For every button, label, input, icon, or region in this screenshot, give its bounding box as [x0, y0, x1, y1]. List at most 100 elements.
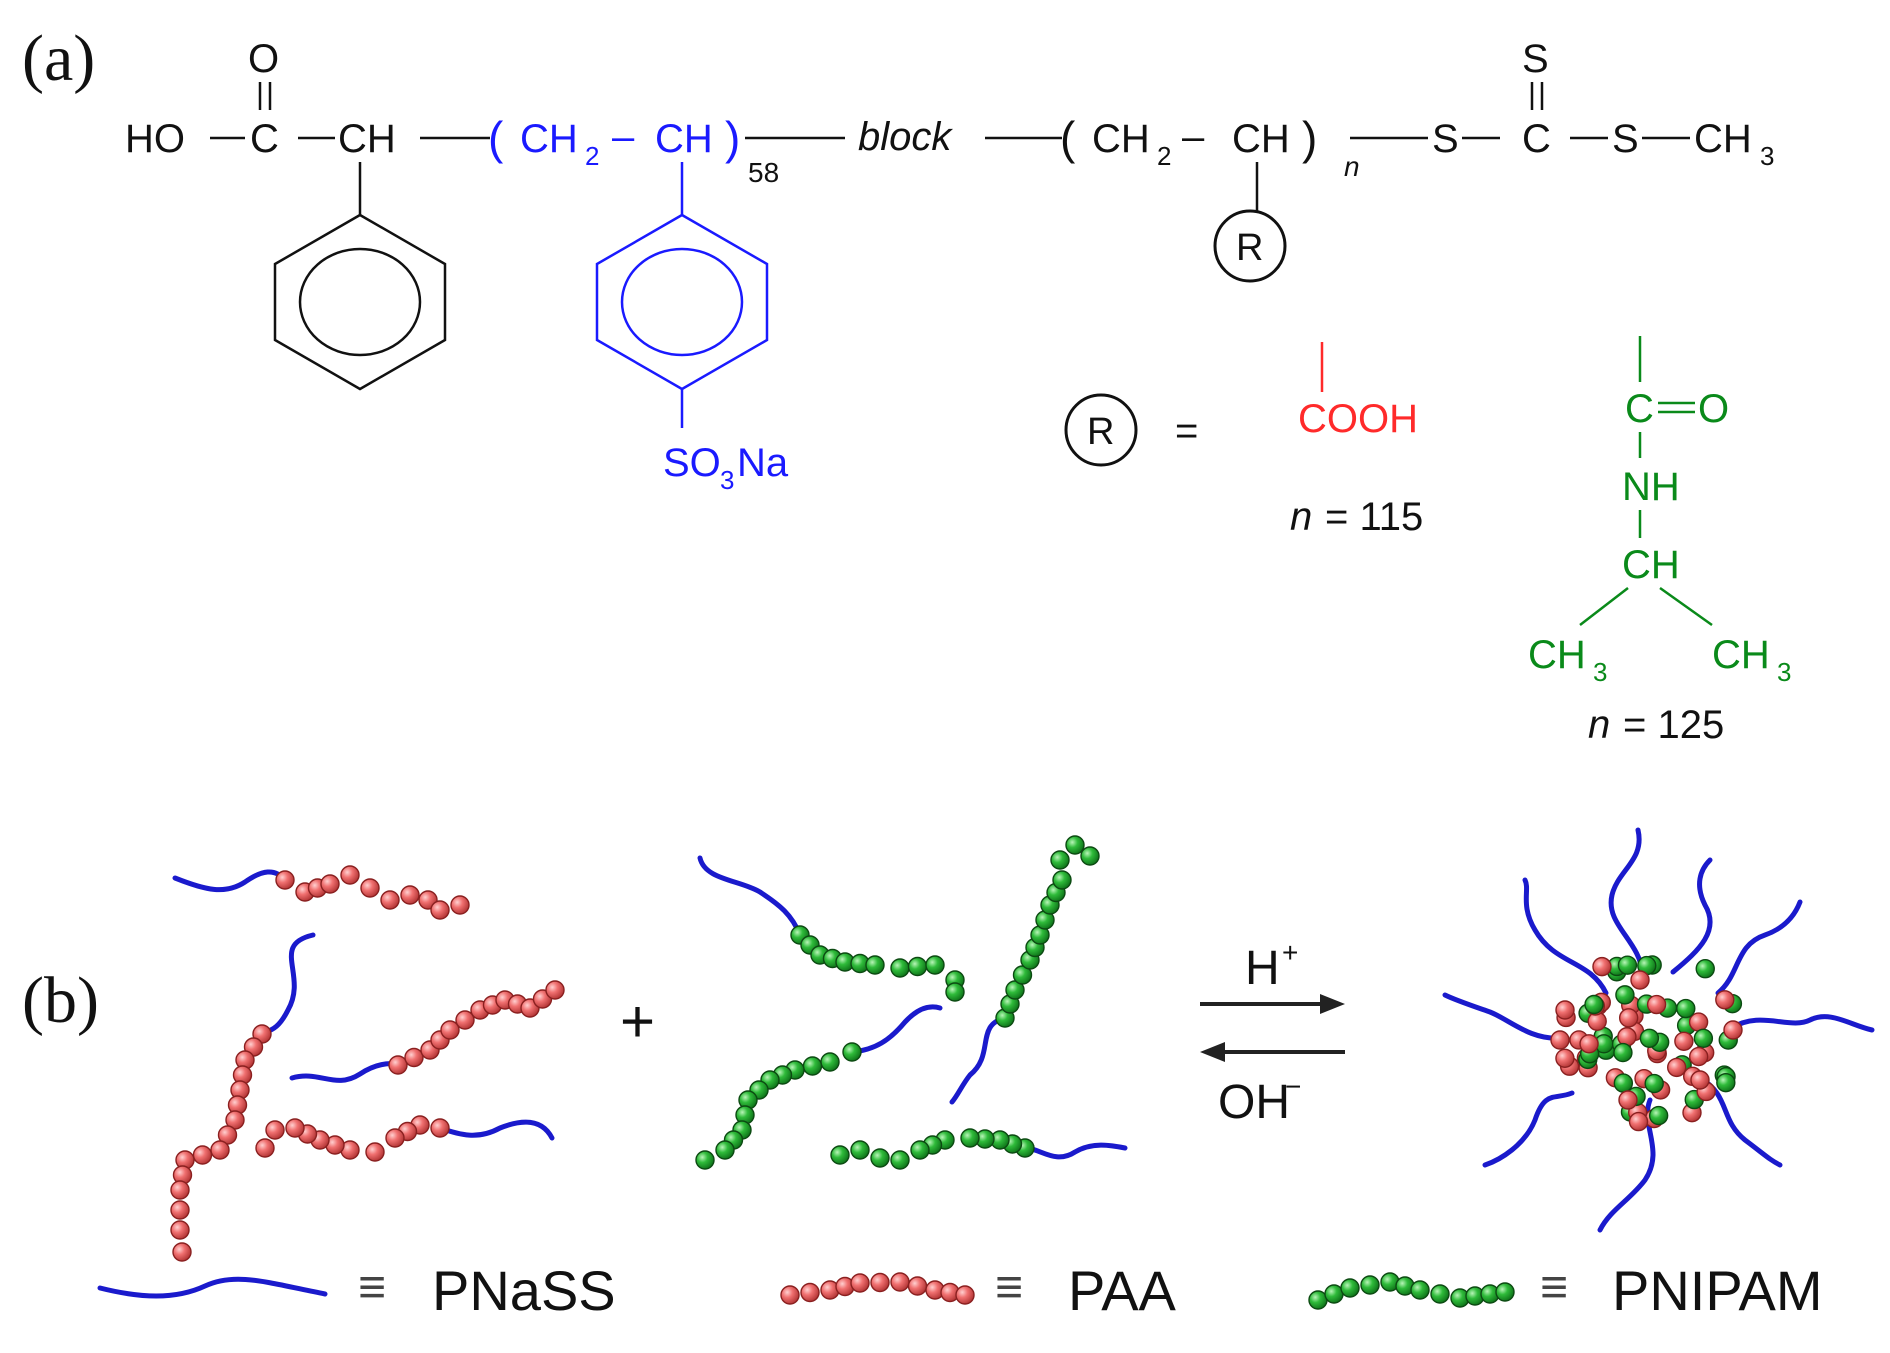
pnipam-n-value: = 125 — [1623, 703, 1724, 747]
pnipam-nh-label: NH — [1622, 465, 1680, 509]
open-paren-1: ( — [488, 112, 504, 164]
corona-3 — [1670, 857, 1713, 975]
legend-pnipam-swatch — [1308, 1272, 1515, 1310]
block2-ch2-label: CH — [1092, 117, 1150, 161]
paa-chain-1-bead — [360, 878, 380, 898]
micelle-core — [1584, 994, 1604, 1015]
legend-pnipam-bead — [1340, 1278, 1360, 1298]
micelle-core — [1693, 1028, 1714, 1049]
paa-chain-3-bead — [455, 1010, 475, 1030]
micelle-core — [1676, 998, 1696, 1019]
legend-pnass-label: PNaSS — [432, 1259, 616, 1322]
thione-s-label: S — [1522, 37, 1549, 81]
micelle-core — [1579, 1034, 1599, 1054]
paa-chain-4-bead — [255, 1138, 275, 1158]
close-paren-1: ) — [725, 112, 740, 164]
micelle-core — [1630, 970, 1650, 990]
legend-pnass-swatch — [97, 1276, 328, 1299]
chain-7-blue — [949, 1015, 1008, 1105]
micelle-core — [1550, 955, 1743, 1132]
pnipam-ch3-right-label: CH — [1712, 633, 1770, 677]
legend-pnipam-bead — [1410, 1280, 1430, 1300]
micelle-core — [1555, 1048, 1575, 1069]
left-end-group: HO O C CH — [125, 37, 490, 391]
pnass-ch-label: CH — [655, 117, 713, 161]
pnipam-chain-3-bead — [1052, 870, 1072, 890]
chain-6-blue — [849, 1004, 943, 1055]
legend: ≡ PNaSS ≡ PAA ≡ PNIPAM — [97, 1259, 1823, 1322]
pnass-ch2-label: CH — [520, 117, 578, 161]
paa-chain-1-bead — [450, 895, 470, 915]
phenyl-ring-aromatic-circle — [298, 247, 422, 357]
block2-ch-label: CH — [1232, 117, 1290, 161]
panel-a-label: (a) — [22, 22, 95, 95]
reverse-arrow-head — [1200, 1042, 1225, 1062]
micelle-core — [1555, 1000, 1575, 1020]
micelle-core — [1715, 990, 1735, 1010]
paa-chain-1-bead — [275, 870, 295, 890]
panel-b: (b) + H + OH − — [22, 827, 1875, 1322]
micelle-core — [1592, 956, 1612, 977]
pnipam-chain-4-bead — [910, 1140, 930, 1160]
legend-paa-bead — [890, 1272, 910, 1292]
micelle-core — [1648, 1105, 1669, 1126]
pnipam-chain-3-bead — [1065, 835, 1085, 855]
micelle-core — [1646, 994, 1667, 1015]
micelle-core — [1723, 1020, 1743, 1040]
micelle-core — [1674, 1031, 1694, 1051]
chain-8-blue — [1022, 1142, 1128, 1160]
reverse-arrow-label: OH — [1218, 1076, 1290, 1129]
paa-chain-1-bead — [380, 890, 400, 910]
panel-b-label: (b) — [22, 964, 99, 1037]
paa-chain-2-bead — [170, 1180, 190, 1200]
micelle-core — [1716, 1072, 1736, 1093]
legend-pnipam-symbol: ≡ — [1540, 1261, 1568, 1314]
legend-paa-swatch — [780, 1272, 975, 1305]
micelle-core — [1628, 1111, 1649, 1132]
legend-pnipam-bead — [1308, 1290, 1328, 1310]
panel-a: (a) HO O C CH ( CH 2 – CH ) — [22, 22, 1791, 747]
second-block: ( CH 2 – CH ) n R — [1060, 112, 1360, 283]
paa-chain-4-bead — [265, 1120, 285, 1140]
paa-chain-3-bead — [404, 1047, 424, 1068]
ch3-label: CH — [1694, 117, 1752, 161]
legend-pnipam-bead — [1495, 1282, 1515, 1302]
corona-2 — [1608, 827, 1646, 978]
pnipam-side-group: C O NH CH CH 3 CH 3 — [1528, 336, 1791, 687]
micelle-core — [1550, 1030, 1570, 1050]
pnass-block: ( CH 2 – CH ) SO 3 Na — [488, 112, 789, 495]
pnipam-o-label: O — [1698, 387, 1729, 431]
ho-label: HO — [125, 117, 185, 161]
pnipam-chain-1-bead — [945, 982, 965, 1002]
paa-chain-2-bead — [210, 1140, 230, 1160]
block2-ch2-sub: 2 — [1157, 141, 1171, 171]
micelle-core — [1644, 1073, 1664, 1094]
paa-n-label: n — [1290, 495, 1312, 539]
legend-paa-bead — [850, 1273, 870, 1293]
paa-chain-3-bead — [388, 1055, 408, 1075]
plus-sign: + — [620, 988, 655, 1055]
pnipam-n-label: n — [1588, 703, 1610, 747]
legend-paa-bead — [907, 1276, 928, 1296]
pnipam-ch3-left-sub: 3 — [1593, 657, 1607, 687]
chain-4-blue — [437, 1119, 555, 1141]
micelle-core — [1688, 1046, 1709, 1067]
pnipam-chain-2-bead — [695, 1150, 715, 1170]
legend-pnass-symbol: ≡ — [358, 1261, 386, 1314]
legend-pnipam-bead — [1324, 1284, 1344, 1304]
micelle-core — [1613, 1042, 1633, 1063]
r-def-label: R — [1087, 411, 1114, 453]
r-group-label: R — [1236, 227, 1263, 269]
pnipam-chain-2-bead — [802, 1056, 823, 1076]
pnipam-ch-label: CH — [1622, 543, 1680, 587]
paa-chain-4-bead — [385, 1128, 405, 1148]
close-paren-2: ) — [1302, 112, 1317, 164]
corona-8 — [1482, 1090, 1575, 1168]
paa-chain-4-bead — [430, 1118, 450, 1138]
legend-paa-label: PAA — [1068, 1259, 1177, 1322]
paa-chain-2-bead — [192, 1145, 213, 1165]
pnipam-chain-2-bead — [820, 1052, 840, 1072]
legend-paa-symbol: ≡ — [995, 1261, 1023, 1314]
paa-cooh-label: COOH — [1298, 397, 1418, 441]
r-def-circle — [1064, 393, 1138, 467]
